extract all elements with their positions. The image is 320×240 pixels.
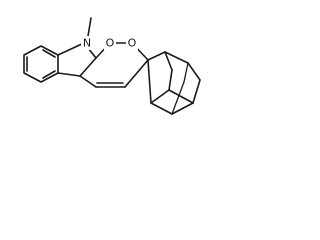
oxygen-atom-label: O bbox=[128, 37, 137, 50]
structure-diagram: N O O bbox=[0, 0, 230, 132]
oxygen-atom-label: O bbox=[106, 37, 115, 50]
dioxine-ring bbox=[79, 42, 149, 88]
adamantane-cage bbox=[147, 51, 201, 115]
nitrogen-atom-label: N bbox=[83, 37, 91, 50]
benzene-ring bbox=[23, 45, 59, 83]
n-methyl-bond bbox=[87, 17, 92, 37]
molecule-structure: N O O bbox=[23, 17, 201, 115]
